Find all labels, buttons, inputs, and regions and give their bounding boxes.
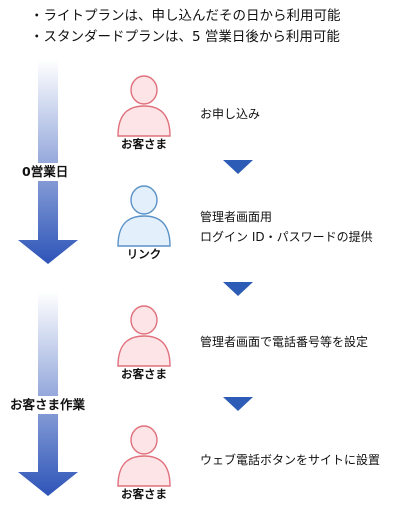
person-customer: お客さま: [112, 304, 176, 380]
timeline-arrow-phase-1: [18, 60, 78, 264]
step-arrow: [223, 397, 253, 411]
step-text-line: 管理者画面用: [200, 210, 273, 224]
step-arrow: [223, 160, 253, 174]
timeline-arrow-phase-2: [18, 292, 78, 496]
person-icon: [117, 425, 171, 487]
step-text-line: 管理者画面で電話番号等を設定: [200, 335, 369, 349]
actor-label: お客さま: [121, 367, 167, 381]
step-text-line: お申し込み: [200, 107, 261, 121]
person-customer: お客さま: [112, 74, 176, 150]
step-text-line: ログイン ID・パスワードの提供: [200, 230, 373, 244]
actor-label: リンク: [126, 247, 162, 261]
person-customer: お客さま: [112, 424, 176, 500]
note-line: ・スタンダードプランは、5 営業日後から利用可能: [30, 29, 340, 45]
person-icon: [117, 305, 171, 367]
step-text: 管理者画面用 ログイン ID・パスワードの提供: [200, 207, 373, 247]
step-text: 管理者画面で電話番号等を設定: [200, 332, 368, 352]
step-text: お申し込み: [200, 104, 260, 124]
step-arrow: [223, 282, 253, 296]
note-line: ・ライトプランは、申し込んだその日から利用可能: [30, 8, 341, 24]
phase-label: お客さま作業: [8, 396, 88, 414]
actor-label: お客さま: [121, 137, 167, 151]
phase-label: 0営業日: [20, 163, 71, 181]
person-link: リンク: [112, 184, 176, 260]
step-text-line: ウェブ電話ボタンをサイトに設置: [200, 453, 381, 467]
person-icon: [117, 185, 171, 247]
notes: ・ライトプランは、申し込んだその日から利用可能 ・スタンダードプランは、5 営業…: [30, 6, 341, 48]
actor-label: お客さま: [121, 487, 167, 501]
person-icon: [117, 75, 171, 137]
step-text: ウェブ電話ボタンをサイトに設置: [200, 450, 380, 470]
